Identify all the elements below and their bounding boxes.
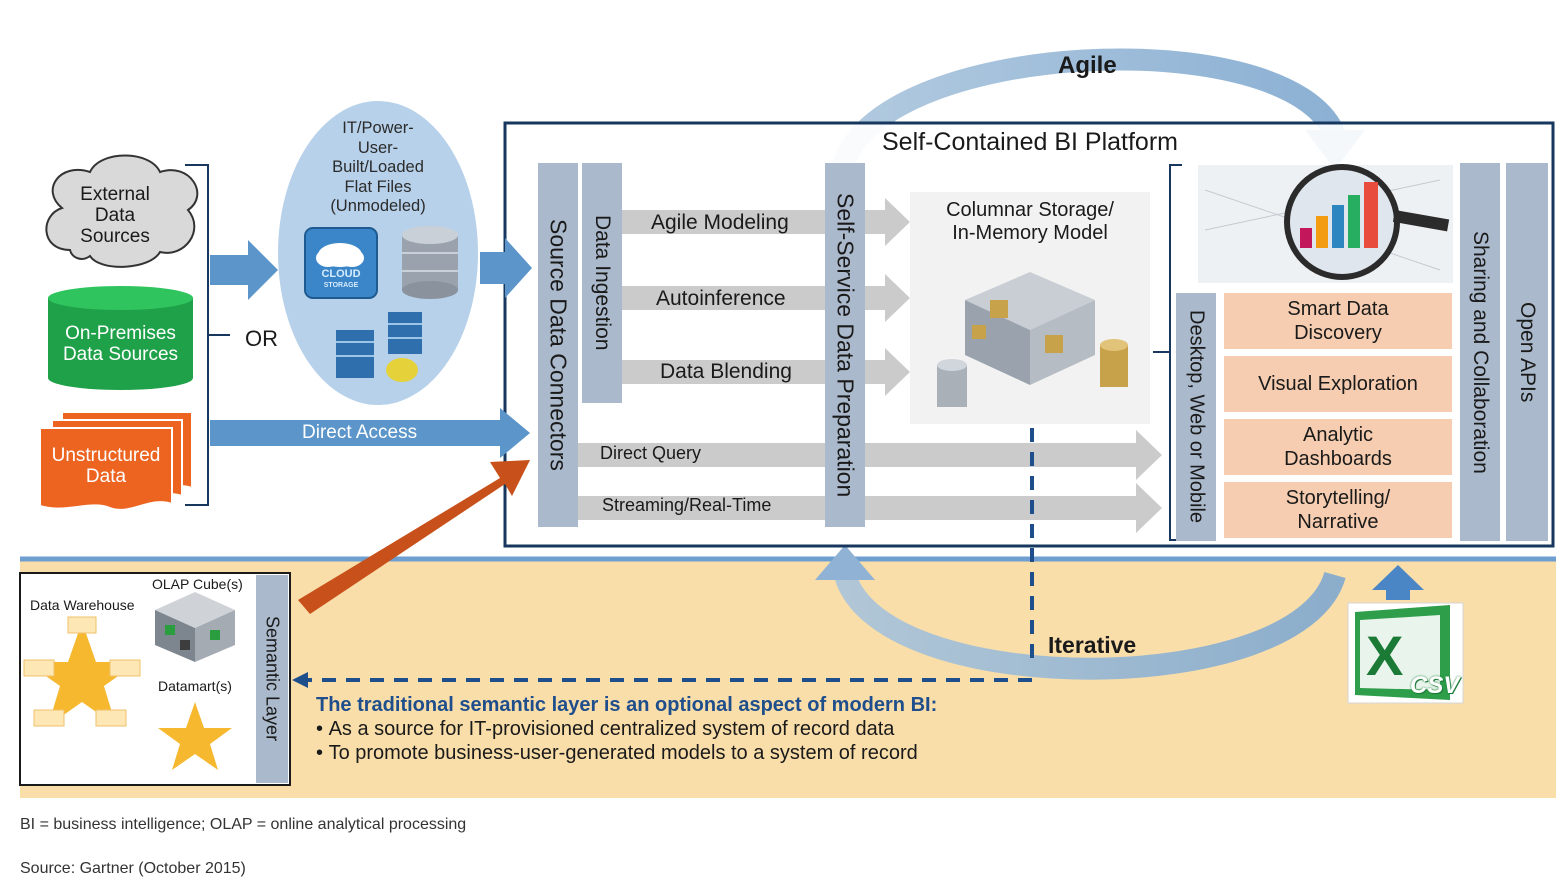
data-warehouse-label: Data Warehouse xyxy=(30,597,135,613)
desktop-web-mobile-bar: Desktop, Web or Mobile xyxy=(1176,293,1216,541)
excel-csv-icon: X xyxy=(1347,602,1464,704)
semantic-layer-label: Semantic Layer xyxy=(262,616,283,742)
olap-cube-label: OLAP Cube(s) xyxy=(152,576,243,592)
datamart-star xyxy=(158,702,232,770)
semantic-layer-bar xyxy=(256,575,288,783)
sharing-collaboration-bar: Sharing and Collaboration xyxy=(1460,163,1500,541)
agile-loop-arrow xyxy=(831,48,1346,174)
direct-query-label: Direct Query xyxy=(600,443,702,463)
onprem-data-sources: On-Premises Data Sources xyxy=(62,323,179,365)
source-data-connectors-bar: Source Data Connectors xyxy=(538,163,578,527)
footer-source: Source: Gartner (October 2015) xyxy=(20,860,246,877)
or-label: OR xyxy=(245,326,278,351)
analytics-magnifier-image xyxy=(1198,164,1453,283)
feature-visual-exploration: Visual Exploration xyxy=(1224,356,1452,412)
olap-cube-icon xyxy=(155,592,235,662)
semantic-heading: The traditional semantic layer is an opt… xyxy=(316,694,938,716)
svg-text:X: X xyxy=(1366,624,1403,687)
direct-access-arrow xyxy=(210,408,530,458)
open-apis-bar: Open APIs xyxy=(1506,163,1548,541)
platform-title: Self-Contained BI Platform xyxy=(882,128,1178,156)
cloud-storage-label: CLOUD STORAGE xyxy=(321,268,361,290)
external-data-sources: External Data Sources xyxy=(80,183,150,247)
self-service-prep-bar: Self-Service Data Preparation xyxy=(825,163,865,527)
optional-arrow xyxy=(298,460,530,614)
step-agile-modeling: Agile Modeling xyxy=(651,211,789,234)
database-icon xyxy=(402,226,458,299)
columnar-storage-label: Columnar Storage/ In-Memory Model xyxy=(946,199,1114,244)
cube-icon xyxy=(937,272,1128,407)
iterative-loop-arrow xyxy=(834,571,1346,680)
onprem-cylinder xyxy=(48,286,193,390)
datamart-label: Datamart(s) xyxy=(158,678,232,694)
upload-arrow xyxy=(1372,565,1424,600)
semantic-bullet-2: • To promote business-user-generated mod… xyxy=(316,742,918,764)
unstructured-docs xyxy=(39,411,193,511)
unstructured-data: Unstructured Data xyxy=(51,445,161,487)
flatfiles-label: IT/Power- User- Built/Loaded Flat Files … xyxy=(330,119,426,216)
step-autoinference: Autoinference xyxy=(656,287,786,310)
agile-label: Agile xyxy=(1058,52,1117,79)
iterative-label: Iterative xyxy=(1048,632,1137,658)
cloud-storage-icon xyxy=(304,227,378,299)
direct-access-label: Direct Access xyxy=(302,422,418,443)
external-cloud xyxy=(45,154,199,268)
footer-abbreviations: BI = business intelligence; OLAP = onlin… xyxy=(20,816,467,833)
data-warehouse-star xyxy=(23,616,141,727)
semantic-bullet-1: • As a source for IT-provisioned central… xyxy=(316,718,895,740)
arrow-to-platform xyxy=(480,238,532,298)
step-data-blending: Data Blending xyxy=(660,360,792,383)
feature-smart-data-discovery: Smart Data Discovery xyxy=(1224,293,1452,349)
feature-storytelling-narrative: Storytelling/ Narrative xyxy=(1224,482,1452,538)
streaming-label: Streaming/Real-Time xyxy=(602,495,772,515)
arrow-to-flatfiles xyxy=(210,240,278,300)
feature-analytic-dashboards: Analytic Dashboards xyxy=(1224,419,1452,475)
servers-icon xyxy=(336,312,422,382)
csv-label: CSV xyxy=(1410,672,1460,699)
data-ingestion-bar: Data Ingestion xyxy=(582,163,622,403)
